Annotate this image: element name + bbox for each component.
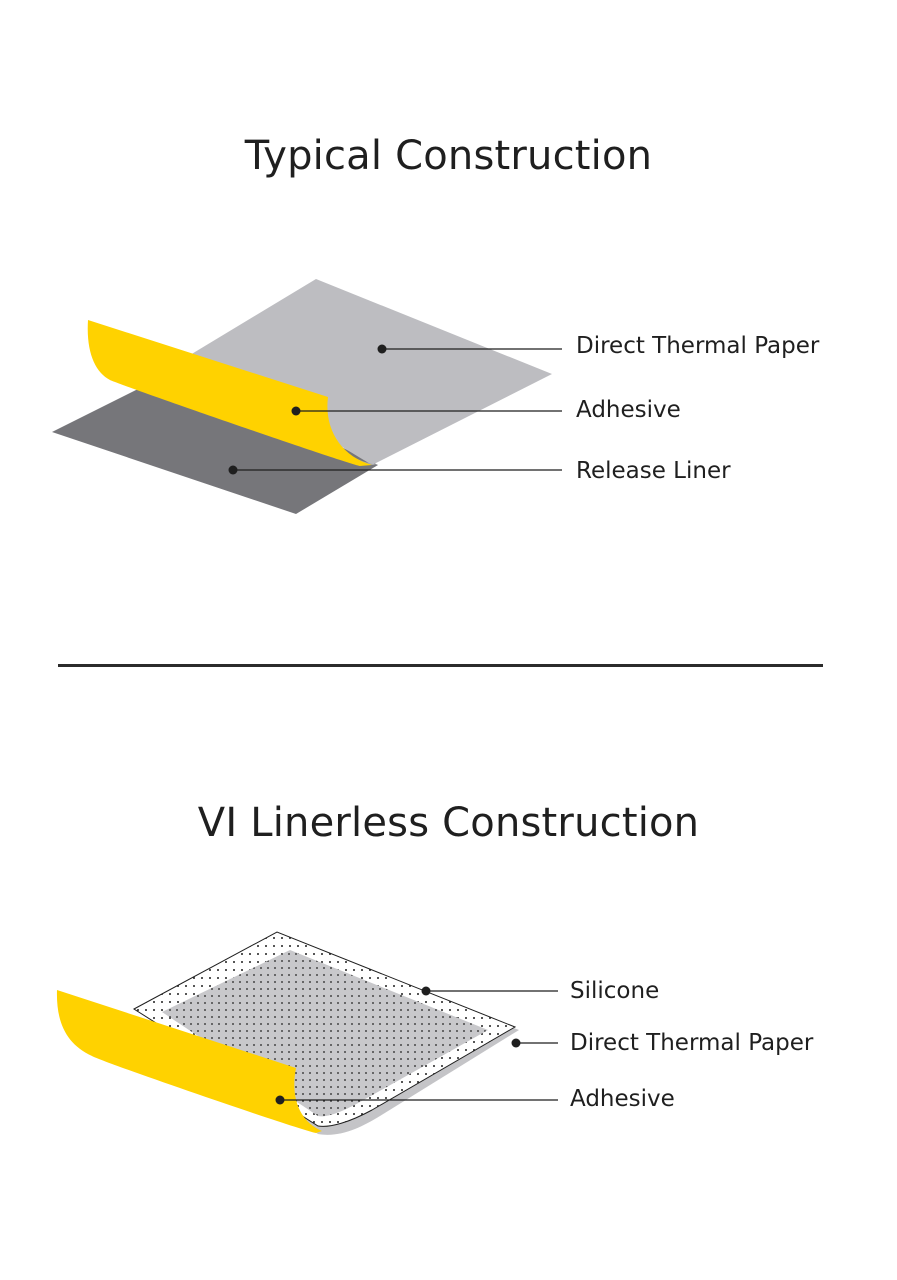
adhesive-marker	[291, 406, 301, 416]
linerless-paper-marker	[511, 1038, 521, 1048]
paper-marker	[377, 344, 387, 354]
linerless-construction-diagram	[56, 931, 558, 1135]
label-linerless-direct-thermal-paper: Direct Thermal Paper	[570, 1030, 814, 1056]
label-adhesive: Adhesive	[576, 397, 681, 423]
direct-thermal-paper-layer	[190, 279, 552, 465]
adhesive-layer	[87, 320, 373, 466]
typical-construction-title: Typical Construction	[244, 133, 653, 179]
release-liner-layer	[52, 368, 378, 514]
linerless-adhesive-marker	[275, 1095, 285, 1105]
label-linerless-adhesive: Adhesive	[570, 1086, 675, 1112]
label-release-liner: Release Liner	[576, 458, 731, 484]
label-direct-thermal-paper: Direct Thermal Paper	[576, 333, 820, 359]
section-divider	[58, 664, 823, 667]
silicone-marker	[421, 986, 431, 996]
linerless-construction-title: VI Linerless Construction	[197, 800, 700, 846]
liner-marker	[228, 465, 238, 475]
typical-construction-diagram	[52, 279, 562, 514]
label-silicone: Silicone	[570, 978, 660, 1004]
linerless-adhesive-layer	[56, 990, 322, 1133]
